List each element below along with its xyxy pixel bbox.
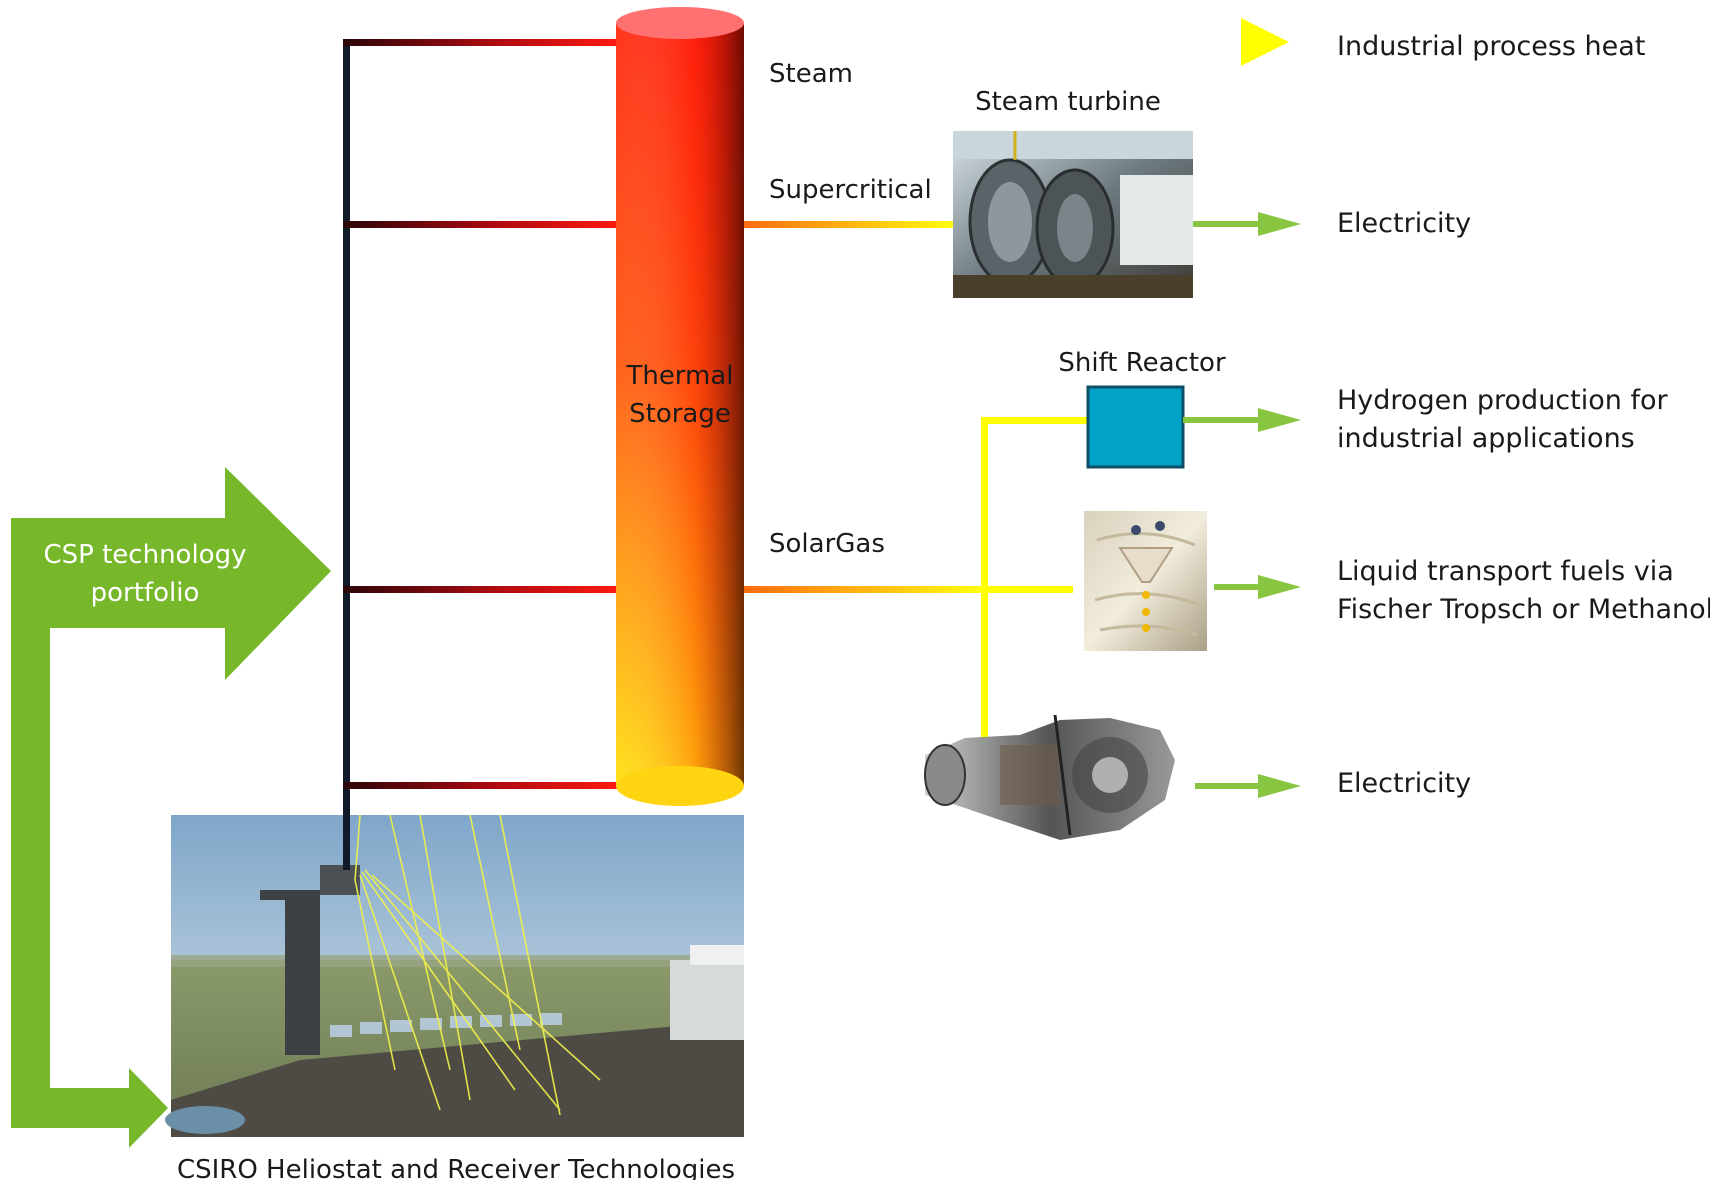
storage-column-top <box>616 7 744 39</box>
output-hydrogen-line2: industrial applications <box>1337 423 1635 454</box>
fuels-arrow <box>1214 575 1301 599</box>
feed-pipe-solargas <box>343 586 623 593</box>
output-fuels-line2: Fischer Tropsch or Methanol <box>1337 594 1710 625</box>
thermal-storage: Thermal Storage <box>616 7 744 806</box>
shift-reactor-box <box>1086 385 1185 469</box>
branch-label-solargas: SolarGas <box>769 529 885 559</box>
feed-pipe-supercritical <box>343 221 623 228</box>
heliostat-field-image <box>165 814 744 1137</box>
storage-column-shade <box>616 23 744 786</box>
portfolio-label-line2: portfolio <box>91 578 200 608</box>
portfolio-arrow: CSP technology portfolio <box>11 467 331 1148</box>
electricity-1-arrow <box>1193 212 1301 236</box>
output-electricity-2: Electricity <box>1337 768 1471 799</box>
steam-turbine-image <box>953 131 1193 298</box>
feed-pipe-steam <box>343 39 623 46</box>
collector-pipe <box>343 40 350 840</box>
gas-turbine-image <box>924 714 1175 840</box>
portfolio-arrow-shape <box>11 467 331 1148</box>
branch-label-supercritical: Supercritical <box>769 175 932 205</box>
yellow-riser <box>981 417 988 742</box>
branch-label-steam: Steam <box>769 59 853 89</box>
heliostat-caption: CSIRO Heliostat and Receiver Technologie… <box>177 1155 735 1180</box>
electricity-2-arrow <box>1195 774 1301 798</box>
output-hydrogen-line1: Hydrogen production for <box>1337 385 1668 416</box>
shift-reactor-label: Shift Reactor <box>1058 348 1226 378</box>
storage-label-line1: Thermal <box>625 361 733 391</box>
hydrogen-arrow <box>1183 408 1301 432</box>
portfolio-label-line1: CSP technology <box>44 540 247 570</box>
output-fuels-line1: Liquid transport fuels via <box>1337 556 1674 587</box>
output-electricity-1: Electricity <box>1337 208 1471 239</box>
outlet-pipes <box>742 18 1289 742</box>
yellow-to-reactor <box>981 417 1088 424</box>
feed-pipes <box>343 39 623 789</box>
storage-column-bottom <box>616 766 744 806</box>
output-process-heat: Industrial process heat <box>1337 31 1645 62</box>
storage-label-line2: Storage <box>629 399 731 429</box>
supercritical-outlet-pipe <box>742 221 957 228</box>
feed-pipe-bottom <box>343 782 623 789</box>
output-arrows <box>1183 212 1301 798</box>
steam-turbine-label: Steam turbine <box>975 87 1161 117</box>
solargas-yellow-pipe <box>982 586 1073 593</box>
fuel-synthesis-image <box>1084 511 1207 651</box>
solargas-outlet-pipe <box>742 586 984 593</box>
